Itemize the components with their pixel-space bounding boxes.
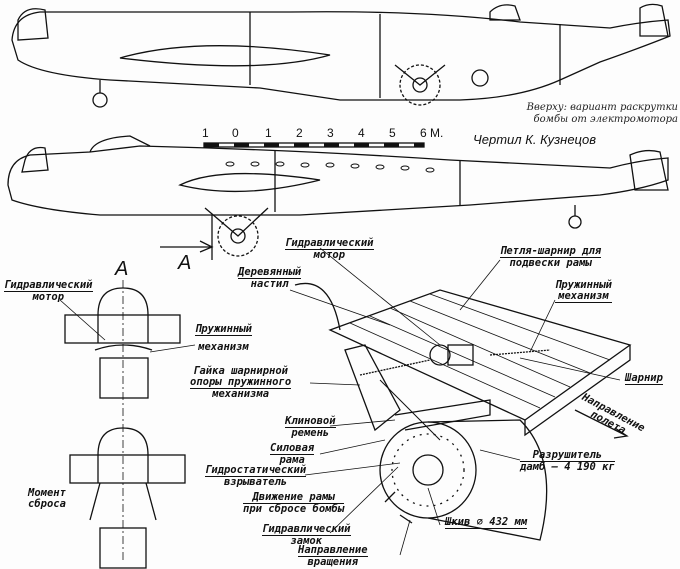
bomb-mechanism-isometric	[294, 282, 632, 541]
section-arrow-label: A	[178, 252, 192, 274]
scale-tick: 4	[358, 126, 365, 140]
aircraft-side-view-top	[11, 3, 671, 108]
label-pulley: Шкив ∅ 432 мм	[445, 516, 528, 529]
section-a-view	[64, 280, 186, 569]
scale-bar	[203, 142, 425, 148]
label-hinge: Шарнир	[625, 372, 663, 385]
scale-tick: 6 М.	[420, 126, 444, 140]
caption-line-1: Вверху: вариант раскрутки	[526, 102, 678, 113]
signature: Чертил К. Кузнецов	[473, 132, 596, 147]
caption-line-2: бомбы от электромотора	[533, 114, 678, 125]
scale-tick: 1	[265, 126, 272, 140]
scale-tick: 5	[389, 126, 396, 140]
leader-lines	[59, 247, 621, 556]
scale-tick: 2	[296, 126, 303, 140]
scale-tick: 3	[327, 126, 334, 140]
section-view-label: A	[115, 258, 129, 280]
scale-tick: 0	[232, 126, 239, 140]
scale-tick: 1	[202, 126, 209, 140]
caption: Вверху: вариант раскрутки бомбы от элект…	[500, 102, 678, 126]
aircraft-side-view-bottom	[7, 135, 669, 260]
